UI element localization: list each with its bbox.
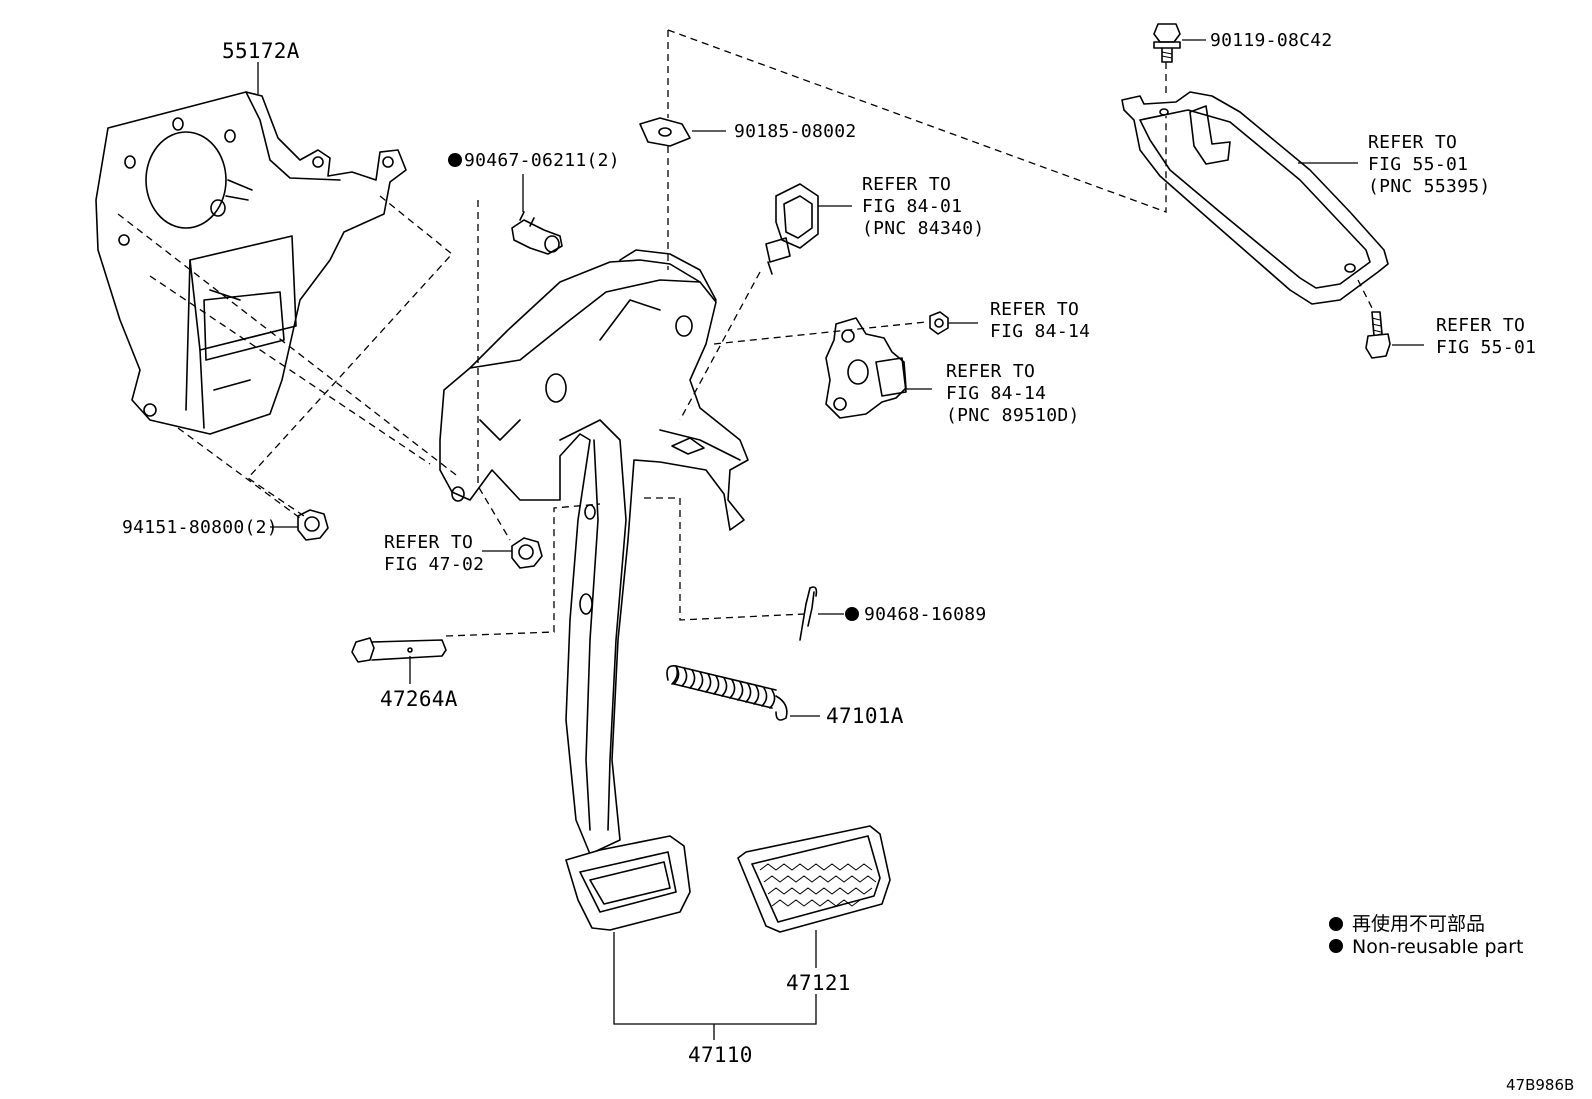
label-sensor-refer-3: (PNC 89510D) [946, 405, 1080, 426]
bolt-top-drawing [1153, 23, 1181, 63]
label-nut-refer-1: REFER TO [384, 532, 473, 553]
label-plate-refer-1: REFER TO [1368, 132, 1457, 153]
label-cotter-pin: 90468-16089 [864, 604, 987, 625]
label-pedal-assy: 47110 [688, 1043, 753, 1067]
clip-top-drawing [639, 117, 691, 147]
label-nut-small-refer-2: FIG 84-14 [990, 321, 1090, 342]
bracket-drawing [95, 91, 407, 435]
label-sensor-refer-1: REFER TO [946, 361, 1035, 382]
return-spring-drawing [666, 664, 788, 721]
clip-small-drawing [511, 211, 563, 255]
position-sensor-drawing [825, 317, 907, 419]
non-reusable-marker [1329, 917, 1343, 931]
label-bolt-top: 90119-08C42 [1210, 30, 1333, 51]
label-pedal-pad: 47121 [786, 971, 851, 995]
leader-lines [257, 39, 1424, 1040]
legend-en: Non-reusable part [1352, 936, 1523, 958]
label-plate-refer-3: (PNC 55395) [1368, 176, 1491, 197]
label-nut-refer-2: FIG 47-02 [384, 554, 484, 575]
pedal-pad-drawing [737, 825, 891, 933]
legend-jp: 再使用不可部品 [1352, 913, 1485, 935]
pedal-arm-drawing [439, 249, 749, 931]
non-reusable-marker [845, 607, 859, 621]
non-reusable-marker [1329, 939, 1343, 953]
label-switch-refer-3: (PNC 84340) [862, 218, 985, 239]
label-nut-small-refer-1: REFER TO [990, 299, 1079, 320]
label-pin: 47264A [380, 687, 458, 711]
label-switch-refer-1: REFER TO [862, 174, 951, 195]
label-switch-refer-2: FIG 84-01 [862, 196, 962, 217]
figure-code: 47B986B [1506, 1076, 1574, 1094]
nut-bracket-drawing [297, 509, 329, 541]
label-spring: 47101A [826, 704, 904, 728]
label-plate-refer-2: FIG 55-01 [1368, 154, 1468, 175]
pivot-pin-drawing [351, 637, 447, 663]
label-bracket: 55172A [222, 39, 300, 63]
label-bolt-right-refer-2: FIG 55-01 [1436, 337, 1536, 358]
label-nut-bracket: 94151-80800(2) [122, 517, 278, 538]
label-bolt-right-refer-1: REFER TO [1436, 315, 1525, 336]
upper-plate-drawing [1121, 91, 1389, 305]
label-sensor-refer-2: FIG 84-14 [946, 383, 1046, 404]
bolt-right-drawing [1365, 311, 1391, 359]
cotter-pin-drawing [799, 586, 818, 641]
label-clip-small: 90467-06211(2) [464, 150, 620, 171]
label-clip-top: 90185-08002 [734, 121, 857, 142]
dashed-connectors [117, 29, 1375, 637]
stop-switch-drawing [765, 183, 819, 275]
non-reusable-marker [448, 153, 462, 167]
small-nut-drawing [929, 311, 949, 335]
nut-pedal-drawing [511, 537, 543, 569]
